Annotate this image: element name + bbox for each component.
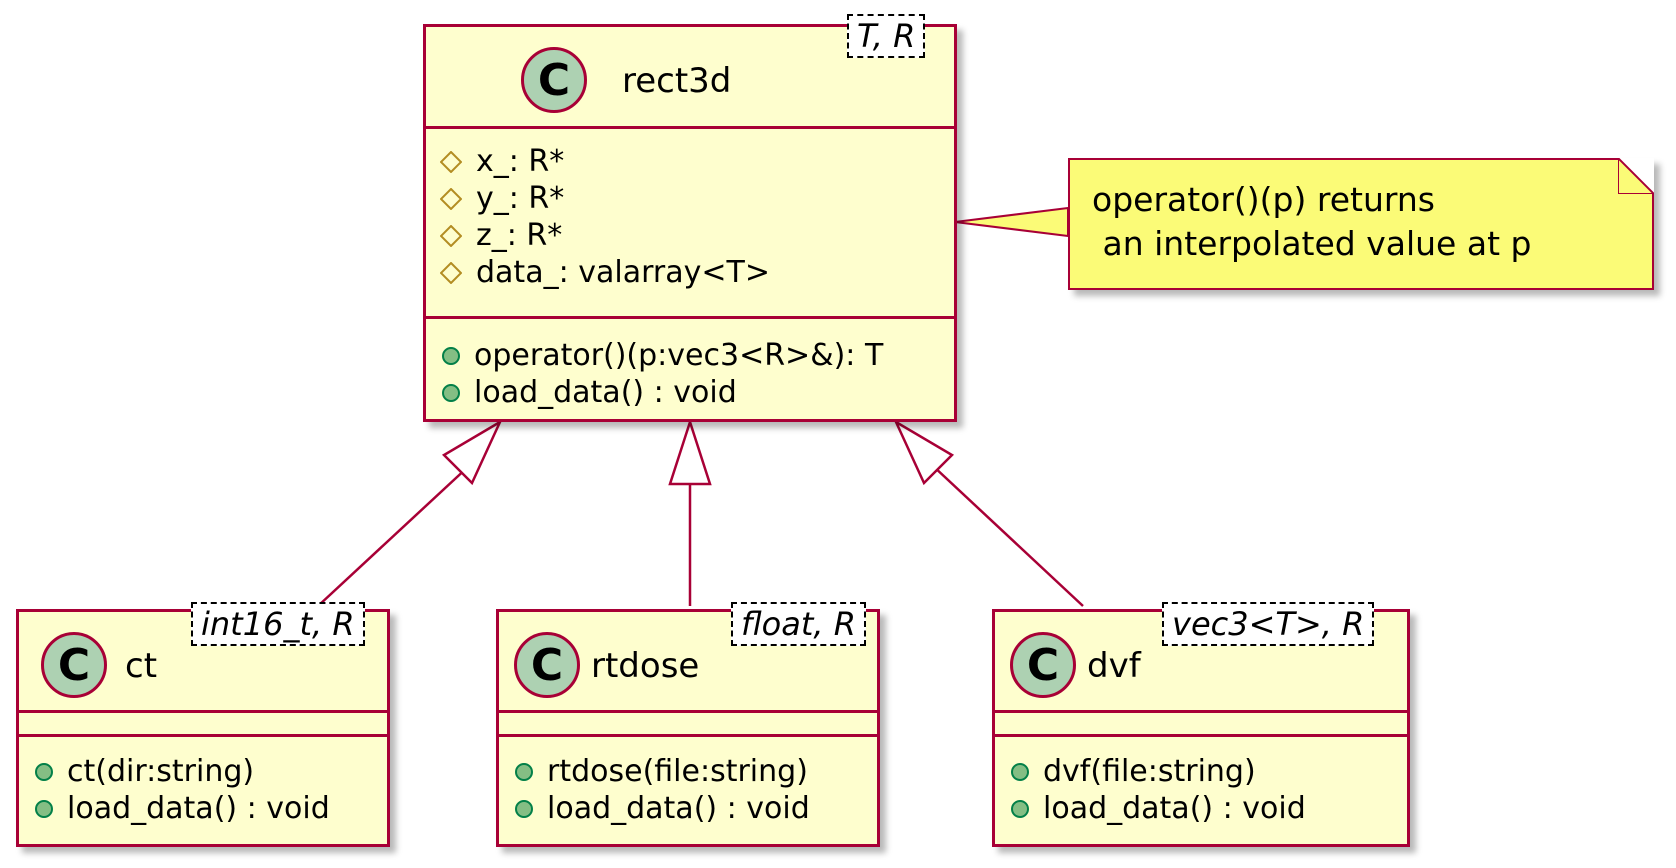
field-text: z_: R* (476, 218, 563, 253)
class-rect3d-methods: operator()(p:vec3<R>&): T load_data() : … (426, 319, 954, 411)
method-row: operator()(p:vec3<R>&): T (426, 337, 954, 374)
method-row: load_data() : void (19, 790, 387, 827)
template-params: float, R (731, 602, 866, 646)
class-stereotype-icon: C (41, 632, 107, 698)
class-dvf-header: C dvf (995, 612, 1407, 713)
public-dot-icon (1011, 762, 1029, 781)
class-stereotype-icon: C (521, 47, 587, 113)
method-text: load_data() : void (474, 375, 737, 410)
note-corner-fold (1618, 158, 1654, 194)
class-ct-methods: ct(dir:string) load_data() : void (19, 737, 387, 827)
method-row: load_data() : void (426, 374, 954, 411)
class-rect3d-fields: x_: R* y_: R* z_: R* data_: valarray<T> (426, 129, 954, 319)
method-text: load_data() : void (547, 791, 810, 826)
method-row: dvf(file:string) (995, 753, 1407, 790)
class-rtdose[interactable]: C rtdose rtdose(file:string) load_data()… (496, 609, 880, 847)
method-text: ct(dir:string) (67, 754, 255, 789)
method-text: operator()(p:vec3<R>&): T (474, 338, 884, 373)
class-name: rect3d (622, 61, 732, 101)
class-rtdose-methods: rtdose(file:string) load_data() : void (499, 737, 877, 827)
field-text: x_: R* (476, 144, 565, 179)
class-dvf-methods: dvf(file:string) load_data() : void (995, 737, 1407, 827)
field-row: data_: valarray<T> (426, 254, 954, 291)
class-ct[interactable]: C ct ct(dir:string) load_data() : void (16, 609, 390, 847)
public-dot-icon (515, 799, 533, 818)
method-text: load_data() : void (67, 791, 330, 826)
note-line: operator()(p) returns (1092, 180, 1435, 219)
class-rect3d[interactable]: C rect3d x_: R* y_: R* z_: R* data_: val… (423, 24, 957, 422)
class-stereotype-icon: C (514, 632, 580, 698)
inheritance-arrowhead-ct (441, 418, 503, 486)
class-rtdose-header: C rtdose (499, 612, 877, 713)
class-dvf[interactable]: C dvf dvf(file:string) load_data() : voi… (992, 609, 1410, 847)
template-params: vec3<T>, R (1162, 602, 1375, 646)
field-text: data_: valarray<T> (476, 255, 770, 290)
method-row: load_data() : void (499, 790, 877, 827)
class-dvf-fields (995, 713, 1407, 737)
public-dot-icon (515, 762, 533, 781)
field-row: y_: R* (426, 180, 954, 217)
class-rect3d-header: C rect3d (426, 27, 954, 129)
template-params: int16_t, R (191, 602, 365, 646)
public-dot-icon (35, 762, 53, 781)
template-params: T, R (847, 14, 926, 58)
protected-diamond-icon (440, 150, 462, 173)
public-dot-icon (442, 346, 460, 365)
protected-diamond-icon (440, 261, 462, 284)
class-ct-fields (19, 713, 387, 737)
protected-diamond-icon (440, 187, 462, 210)
class-rtdose-fields (499, 713, 877, 737)
method-text: load_data() : void (1043, 791, 1306, 826)
public-dot-icon (35, 799, 53, 818)
field-row: z_: R* (426, 217, 954, 254)
class-name: ct (125, 646, 158, 686)
inheritance-line-dvf (931, 464, 1084, 607)
class-stereotype-icon: C (1010, 632, 1076, 698)
protected-diamond-icon (440, 224, 462, 247)
note[interactable]: operator()(p) returns an interpolated va… (1068, 158, 1654, 290)
method-text: rtdose(file:string) (547, 754, 808, 789)
field-text: y_: R* (476, 181, 565, 216)
class-name: rtdose (591, 646, 700, 686)
class-name: dvf (1087, 646, 1141, 686)
field-row: x_: R* (426, 143, 954, 180)
inheritance-arrowhead-dvf (893, 418, 955, 486)
inheritance-arrowhead-rtdose (668, 417, 712, 486)
method-row: ct(dir:string) (19, 753, 387, 790)
note-line: an interpolated value at p (1092, 224, 1532, 263)
method-text: dvf(file:string) (1043, 754, 1256, 789)
method-row: rtdose(file:string) (499, 753, 877, 790)
public-dot-icon (1011, 799, 1029, 818)
note-pointer (954, 206, 1069, 238)
method-row: load_data() : void (995, 790, 1407, 827)
public-dot-icon (442, 383, 460, 402)
inheritance-line-ct (317, 464, 471, 607)
class-ct-header: C ct (19, 612, 387, 713)
